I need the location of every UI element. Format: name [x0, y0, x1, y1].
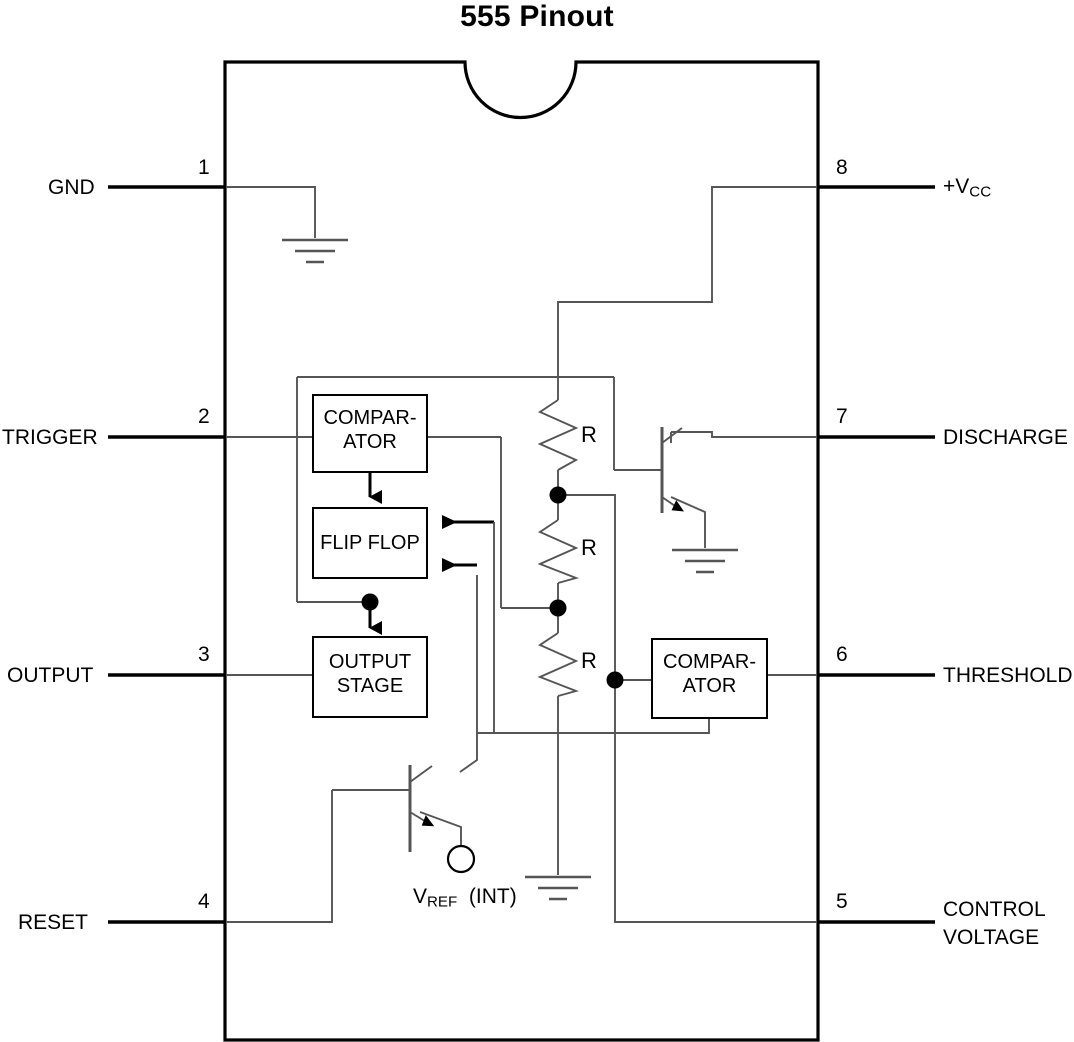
resistor-label-middle: R	[581, 535, 597, 560]
pin-number-3: 3	[198, 643, 210, 666]
pin-label-trigger: TRIGGER	[2, 426, 98, 449]
output-stage-line2: STAGE	[336, 675, 404, 697]
signal-arrows	[368, 472, 494, 635]
junction-dots	[361, 486, 624, 689]
ground-symbol-divider	[525, 875, 591, 901]
wire-comp2-to-ff	[476, 575, 710, 734]
wire-discharge-emitter	[670, 496, 706, 548]
block-label-comparator-trigger: COMPAR- ATOR	[313, 406, 427, 454]
vcc-base: +V	[943, 175, 970, 198]
vref-annotation: VREF (INT)	[413, 885, 517, 913]
block-label-flip-flop: FLIP FLOP	[310, 531, 430, 555]
ground-symbol-pin1	[282, 238, 348, 264]
vref-base: V	[413, 885, 428, 908]
pin-number-4: 4	[198, 890, 210, 913]
internal-wiring	[226, 186, 817, 923]
block-label-comparator-threshold: COMPAR- ATOR	[652, 650, 767, 698]
resistor-middle-symbol	[537, 519, 580, 584]
pin-leads	[108, 185, 935, 924]
pin-label-discharge: DISCHARGE	[943, 426, 1068, 449]
wire-vcc-rail	[557, 186, 817, 392]
pin-number-2: 2	[198, 405, 210, 428]
junction-dot-onethird	[549, 599, 567, 617]
pin-number-6: 6	[836, 643, 848, 666]
wire-twothirds-tap	[558, 494, 616, 680]
transistor-npn-discharge	[660, 427, 685, 513]
comparator-threshold-line2: ATOR	[682, 675, 737, 697]
function-blocks	[312, 394, 768, 719]
terminal-circle-vref	[446, 844, 476, 874]
resistor-label-bottom: R	[581, 648, 597, 673]
block-output-stage	[312, 636, 428, 718]
flip-flop-line1: FLIP FLOP	[320, 532, 420, 554]
resistor-divider	[537, 399, 580, 697]
block-label-output-stage: OUTPUT STAGE	[313, 650, 427, 698]
vref-suffix: (INT)	[468, 885, 517, 908]
resistor-top-symbol	[537, 399, 579, 471]
comparator-trigger-line2: ATOR	[343, 431, 397, 453]
block-comparator-threshold	[651, 638, 768, 719]
junction-dot-threshold	[606, 671, 624, 689]
wire-reset-to-pin4	[226, 790, 333, 923]
wire-reset-collector	[459, 733, 478, 773]
vcc-subscript: CC	[969, 183, 992, 201]
control-voltage-line2: VOLTAGE	[943, 926, 1040, 949]
ground-symbols	[282, 238, 738, 901]
resistor-label-top: R	[581, 422, 597, 447]
comparator-threshold-line1: COMPAR-	[663, 651, 756, 673]
junction-dot-ff-output	[361, 593, 379, 611]
pin-label-gnd: GND	[48, 176, 95, 199]
wire-control-voltage	[614, 680, 817, 923]
pin-number-1: 1	[198, 156, 210, 179]
transistor-npn-reset	[408, 765, 435, 852]
vref-subscript: REF	[427, 893, 458, 911]
wire-reset-emitter	[419, 811, 462, 846]
output-stage-line1: OUTPUT	[328, 651, 412, 673]
pin-number-7: 7	[836, 405, 848, 428]
wire-discharge-collector	[671, 431, 817, 438]
pin-label-threshold: THRESHOLD	[943, 664, 1073, 687]
pin-number-8: 8	[836, 156, 848, 179]
pin-label-control-voltage: CONTROL VOLTAGE	[943, 896, 1046, 952]
comparator-trigger-line1: COMPAR-	[323, 407, 417, 429]
signal-arrow-feeds	[493, 522, 495, 733]
pin-label-reset: RESET	[18, 911, 89, 934]
block-flip-flop	[312, 507, 428, 579]
pin-number-5: 5	[836, 890, 848, 913]
control-voltage-line1: CONTROL	[943, 898, 1046, 921]
package-outline	[223, 60, 820, 1042]
ground-symbol-discharge	[672, 548, 738, 574]
page-title: 555 Pinout	[460, 0, 614, 33]
junction-dot-twothirds	[549, 486, 567, 504]
block-comparator-trigger	[312, 394, 428, 473]
wire-gnd	[226, 186, 316, 238]
resistor-bottom-symbol	[537, 632, 580, 697]
pin-label-output: OUTPUT	[7, 664, 94, 687]
pin-label-vcc: +VCC	[943, 175, 991, 203]
